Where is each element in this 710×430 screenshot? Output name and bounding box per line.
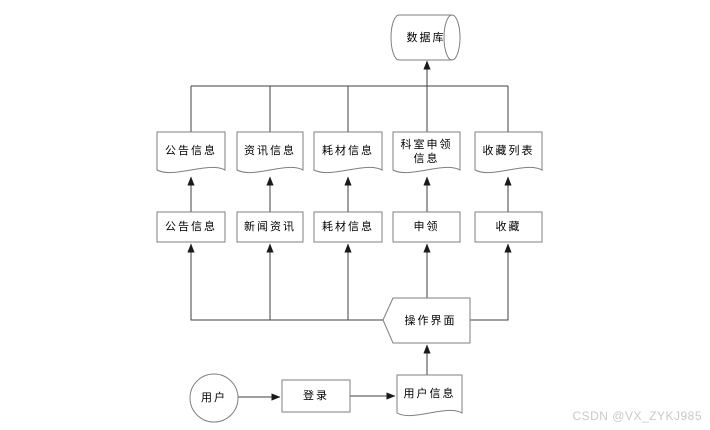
proc-announcement-info-label: 公告信息 (165, 221, 217, 233)
operation-interface-label: 操作界面 (404, 314, 457, 327)
connector-interface-left-bus-to-proc1-arrow (187, 243, 383, 321)
shapes (156, 14, 543, 423)
proc-request-label: 申领 (413, 221, 440, 233)
user-info-label: 用户信息 (403, 388, 456, 400)
login-label: 登录 (303, 390, 329, 402)
connectors (187, 60, 512, 401)
process-consumables-info (313, 211, 383, 243)
proc-news-label: 新闻资讯 (244, 221, 296, 233)
doc-announcement-info-label: 公告信息 (165, 145, 217, 157)
login-box (281, 379, 351, 413)
process-announcement-info (156, 211, 226, 243)
doc-favorites-list-label: 收藏列表 (482, 145, 535, 157)
database-label: 数据库 (406, 31, 446, 44)
doc-department-request-info-label: 科室申领信息 (400, 139, 453, 165)
document-news-info (236, 131, 304, 174)
proc-consumables-info-label: 耗材信息 (322, 221, 374, 233)
document-department-request-info (392, 131, 461, 174)
database-cylinder-body (390, 14, 452, 61)
doc-consumables-info-label: 耗材信息 (322, 145, 374, 157)
user-circle (189, 373, 239, 423)
connector-interface-to-proc5-arrow (470, 243, 512, 321)
document-favorites-list (474, 131, 543, 174)
document-announcement-info (156, 131, 226, 174)
process-favorites (474, 211, 543, 243)
operation-interface-shape (382, 297, 471, 344)
document-user-info (396, 374, 463, 417)
document-consumables-info (313, 131, 383, 174)
process-news (236, 211, 304, 243)
proc-favorites-label: 收藏 (495, 221, 522, 233)
doc-news-info-label: 资讯信息 (244, 145, 296, 157)
csdn-watermark: CSDN @VX_ZYKJ985 (572, 409, 702, 423)
database-cylinder-cap (443, 14, 461, 61)
user-label: 用户 (201, 392, 227, 404)
process-request (392, 211, 461, 243)
